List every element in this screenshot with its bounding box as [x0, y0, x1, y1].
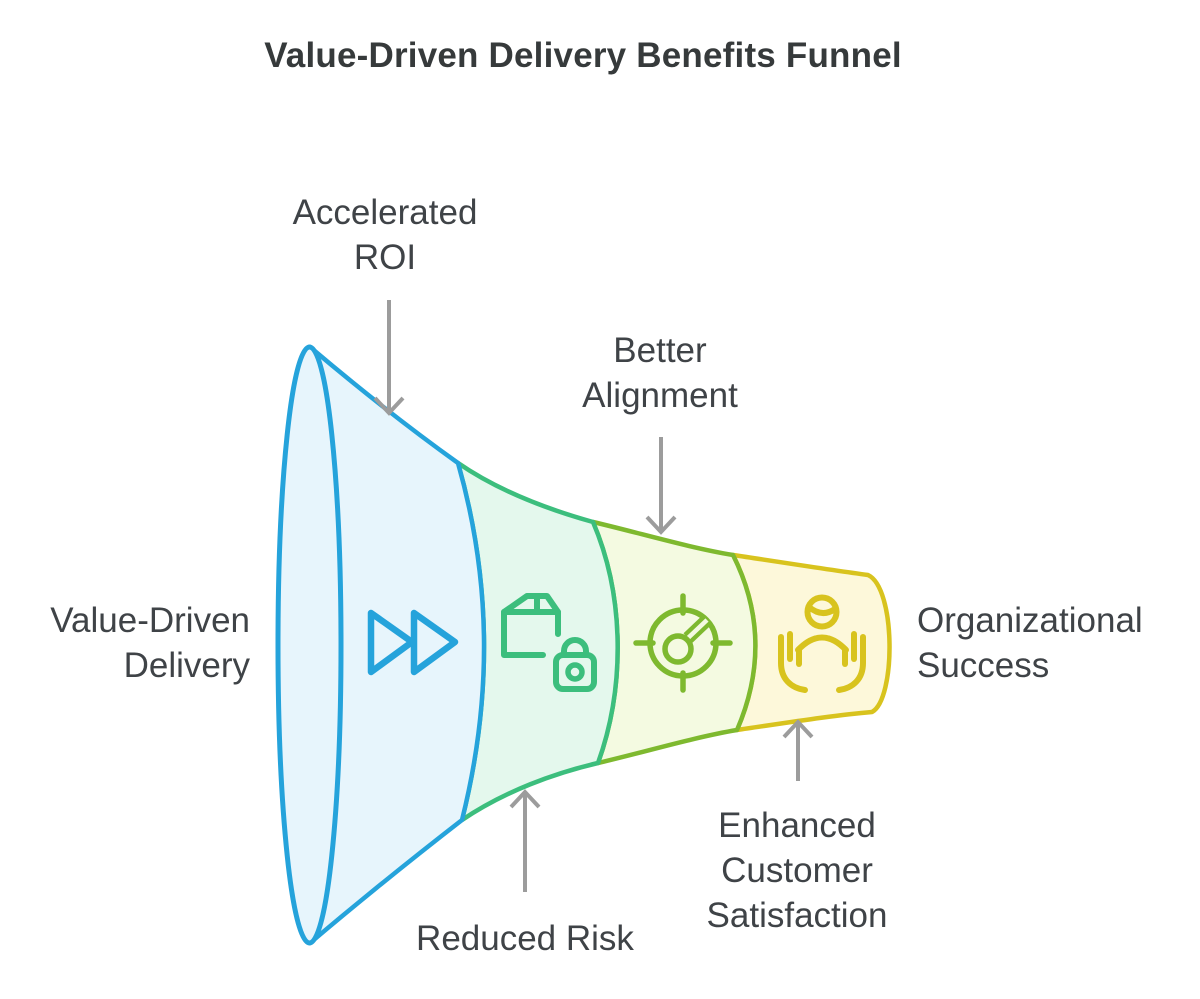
funnel-output-label: Organizational Success — [917, 601, 1143, 685]
page-title: Value-Driven Delivery Benefits Funnel — [264, 36, 902, 75]
enhanced-customer-satisfaction-arrow — [782, 719, 814, 781]
funnel-mouth-ellipse — [275, 344, 344, 946]
better-alignment-arrow — [645, 437, 677, 535]
stage-label-accelerated-roi: Accelerated ROI — [292, 193, 478, 277]
fast-forward-icon — [367, 609, 459, 676]
funnel-input-label: Value-Driven Delivery — [50, 601, 250, 685]
funnel-stage-accelerated-roi — [310, 347, 485, 943]
caring-hands-icon — [778, 594, 866, 693]
locked-package-icon — [501, 593, 597, 692]
stage-label-better-alignment: Better Alignment — [582, 331, 738, 415]
gauge-target-icon — [633, 593, 733, 693]
stage-label-enhanced-customer-satisfaction: Enhanced Customer Satisfaction — [706, 806, 888, 935]
stage-label-reduced-risk: Reduced Risk — [416, 919, 634, 958]
reduced-risk-arrow — [509, 789, 541, 892]
accelerated-roi-arrow — [373, 300, 405, 416]
